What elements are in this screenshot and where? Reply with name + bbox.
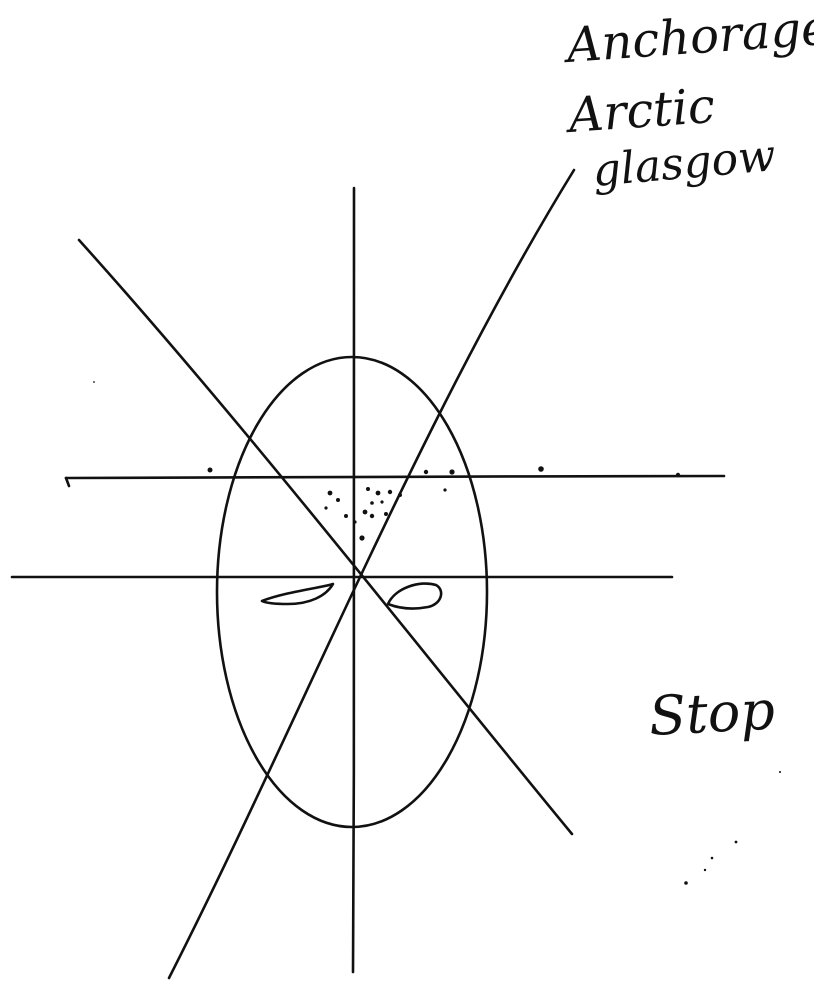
- note-stop: Stop: [647, 678, 776, 747]
- right-leaf-shape: [388, 584, 441, 609]
- scatter-dots: [93, 381, 781, 885]
- diagonal-line-ascending: [169, 170, 574, 978]
- note-arctic: Arctic: [563, 78, 717, 144]
- left-leaf-shape: [262, 584, 333, 604]
- note-anchorage: Anchorage: [561, 0, 814, 74]
- vertical-line: [353, 188, 354, 972]
- diagonal-line-descending: [79, 240, 572, 834]
- upper-horizontal-line: [66, 476, 724, 478]
